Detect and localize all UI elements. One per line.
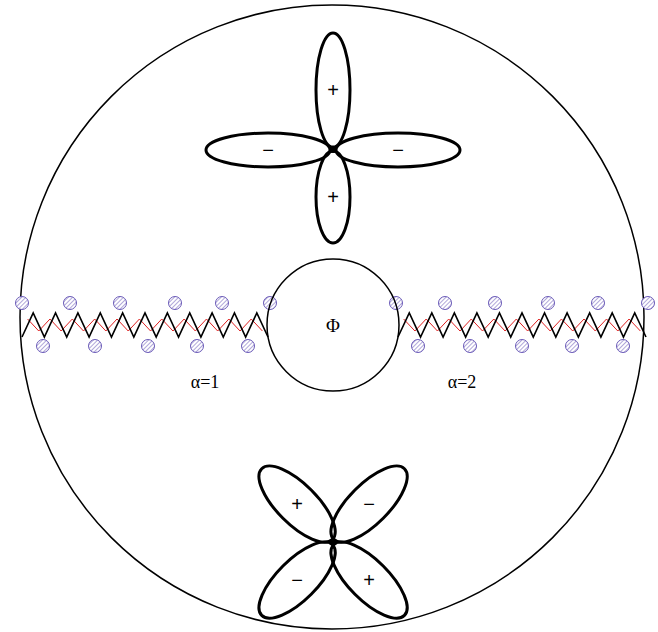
- lead-atom: [216, 297, 229, 310]
- flux-symbol: Φ: [326, 316, 340, 335]
- lobe-shape: [316, 151, 350, 243]
- lead-atom: [89, 340, 102, 353]
- sign-label: −: [291, 570, 303, 590]
- lead-atom: [592, 297, 605, 310]
- lead-atom: [64, 297, 77, 310]
- lead-atom: [16, 297, 29, 310]
- outer-disk: [20, 5, 644, 629]
- lead-atom: [617, 340, 630, 353]
- lobe-shape: [336, 133, 460, 167]
- lead-atom: [439, 297, 452, 310]
- lead-label: α=1: [191, 373, 220, 391]
- lead-atom: [37, 340, 50, 353]
- lead-bond: [398, 313, 646, 337]
- sign-label: −: [392, 140, 404, 160]
- lead-atom: [489, 297, 502, 310]
- lead-label: α=2: [448, 373, 477, 391]
- lead-chains: [16, 297, 655, 353]
- lead-atom: [114, 297, 127, 310]
- orbital-lobe: +: [314, 149, 352, 245]
- sign-label: −: [363, 494, 375, 514]
- orbital-lobe: +: [257, 464, 337, 544]
- orbital-lobe: +: [329, 540, 409, 620]
- orbital-lobe: −: [329, 464, 409, 544]
- sign-label: +: [291, 494, 303, 514]
- orbital-lobe: −: [204, 131, 332, 169]
- lead-atom: [464, 340, 477, 353]
- lead-atom: [142, 340, 155, 353]
- flux-circle: Φ: [265, 257, 401, 393]
- orbital-lobe: +: [314, 31, 352, 149]
- lead-atom: [516, 340, 529, 353]
- orbital-lobe: −: [334, 131, 462, 169]
- sign-label: +: [327, 80, 339, 100]
- lobe-shape: [319, 454, 418, 553]
- lobe-shape: [206, 133, 330, 167]
- lead-atom: [566, 340, 579, 353]
- lead-atom: [642, 297, 655, 310]
- lobe-shape: [316, 33, 350, 147]
- orbital-lobe: −: [257, 540, 337, 620]
- lead-atom: [191, 340, 204, 353]
- circle-shape: [267, 259, 399, 391]
- lobe-shape: [319, 530, 418, 629]
- lead-atom: [542, 297, 555, 310]
- lead-atom: [169, 297, 182, 310]
- lead-bond: [22, 313, 268, 337]
- lead-atom: [412, 340, 425, 353]
- sign-label: −: [262, 140, 274, 160]
- lead-atom: [242, 340, 255, 353]
- sign-label: +: [327, 187, 339, 207]
- sign-label: +: [363, 570, 375, 590]
